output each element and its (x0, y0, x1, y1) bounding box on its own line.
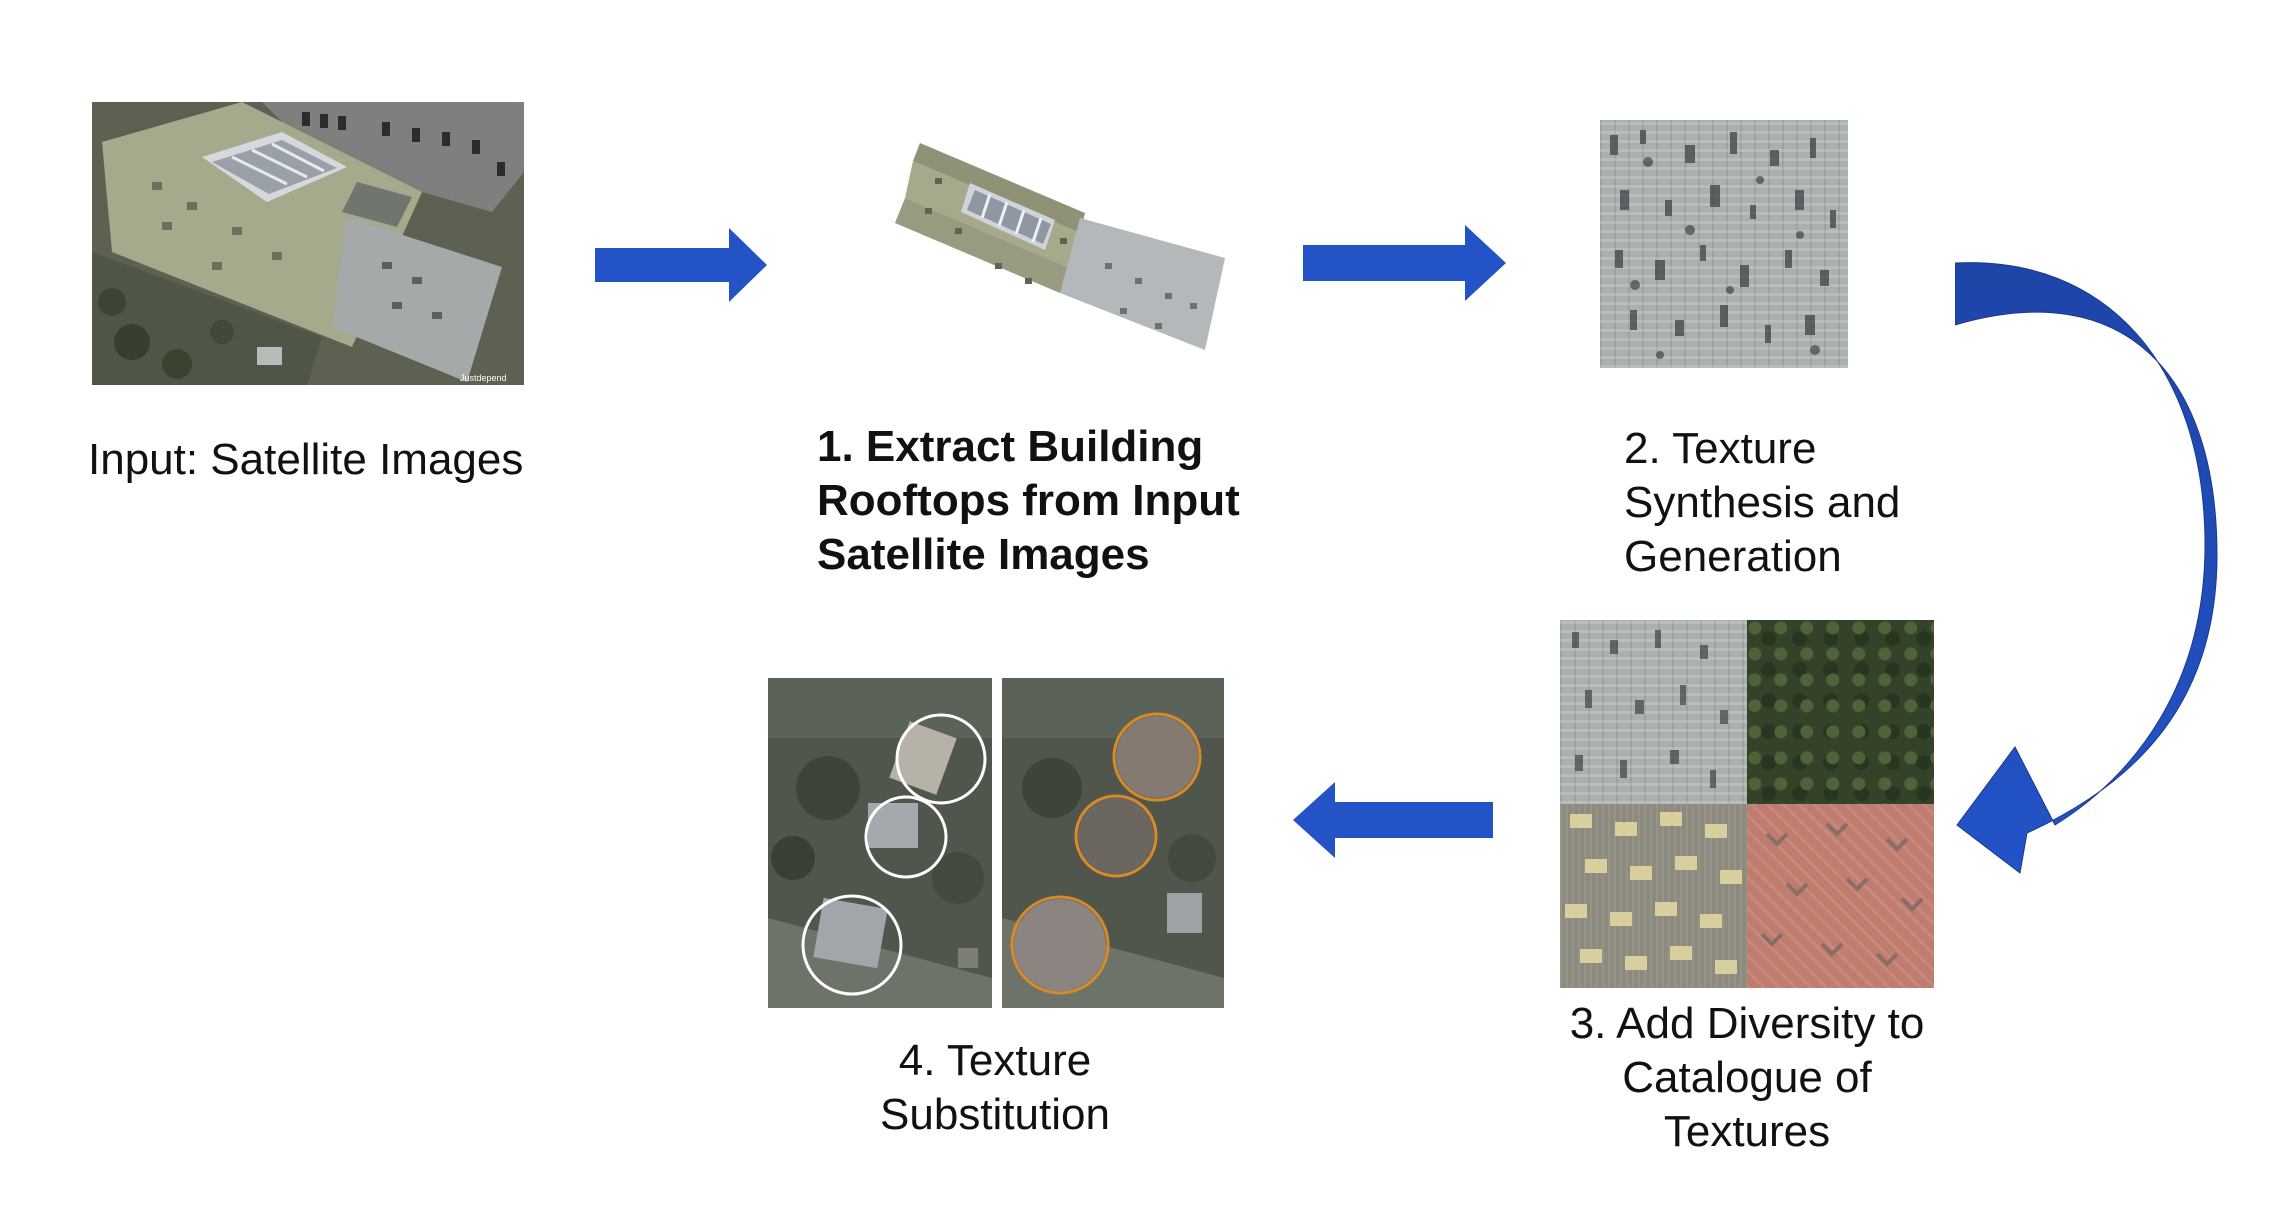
catalogue-texture-gray (1560, 620, 1747, 804)
red-roof-marks (1760, 822, 1924, 967)
original-roof-circle-3 (801, 894, 903, 996)
arrow-left-icon (1293, 782, 1493, 858)
step4-line-2: Substitution (880, 1090, 1110, 1139)
input-satellite-image: Justdepend (92, 102, 524, 385)
step2-line-1: 2. Texture (1624, 424, 1817, 473)
step1-line-1: 1. Extract Building (817, 422, 1204, 471)
texture-catalogue-grid (1560, 620, 1934, 988)
step4-caption: 4. Texture Substitution (800, 1034, 1190, 1142)
substituted-roof-circle-3 (1010, 895, 1110, 995)
step1-caption: 1. Extract Building Rooftops from Input … (817, 420, 1240, 582)
gray-texture-spots (1572, 630, 1728, 788)
arrow-right-icon (1303, 225, 1506, 301)
substitution-original-image (768, 678, 992, 1008)
input-caption-text: Input: Satellite Images (88, 435, 524, 484)
curved-arrow-icon (1955, 262, 2218, 874)
step1-line-3: Satellite Images (817, 530, 1150, 579)
step3-line-3: Textures (1663, 1107, 1831, 1156)
extracted-rooftop-image (895, 138, 1235, 353)
arrow-right-icon (595, 228, 767, 302)
original-roof-circle-1 (895, 713, 987, 805)
original-roof-circle-2 (864, 795, 948, 879)
substituted-roof-circle-1 (1112, 712, 1202, 802)
result-photo-drawing (1002, 678, 1224, 1008)
catalogue-texture-trees (1747, 620, 1934, 804)
input-caption: Input: Satellite Images (88, 433, 523, 487)
original-photo-drawing (768, 678, 992, 1008)
catalogue-texture-red-roof (1747, 804, 1934, 988)
synthesized-texture-image (1600, 120, 1848, 368)
step2-caption: 2. Texture Synthesis and Generation (1624, 422, 1900, 584)
rooftop-drawing (895, 143, 1225, 350)
step2-line-3: Generation (1624, 532, 1842, 581)
substituted-roof-circle-2 (1074, 794, 1158, 878)
tan-roof-tiles (1565, 812, 1742, 974)
step3-line-2: Catalogue of (1622, 1053, 1872, 1102)
step1-line-2: Rooftops from Input (817, 476, 1240, 525)
catalogue-texture-tan-roof (1560, 804, 1747, 988)
step3-line-1: 3. Add Diversity to (1569, 999, 1925, 1048)
step3-caption: 3. Add Diversity to Catalogue of Texture… (1540, 997, 1954, 1159)
step2-line-2: Synthesis and (1624, 478, 1901, 527)
texture-spots (1610, 130, 1836, 359)
satellite-image-drawing: Justdepend (92, 102, 524, 385)
substitution-result-image (1002, 678, 1224, 1008)
step4-line-1: 4. Texture (898, 1036, 1092, 1085)
watermark-text: Justdepend (460, 373, 507, 383)
